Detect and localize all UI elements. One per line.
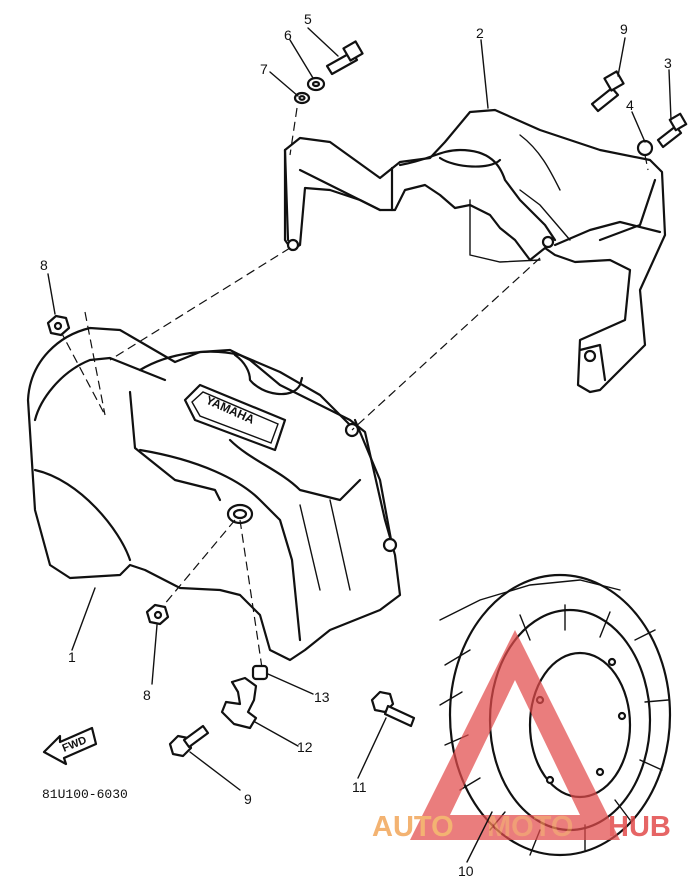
callout-8-bottom: 8 [143,687,151,703]
callout-2: 2 [476,25,484,41]
emblem-plate: YAMAHA [183,383,287,452]
callout-9-bottom: 9 [244,791,252,807]
watermark-text-right: HUB [608,811,671,843]
bolt-11 [370,690,416,728]
callout-13: 13 [314,689,330,705]
washer-6 [306,76,326,92]
callout-1: 1 [68,649,76,665]
hardware [46,40,688,758]
watermark-text-mid: MOTO [487,811,573,843]
cooling-fan [439,573,672,857]
watermark: AUTO MOTO HUB [372,630,671,843]
part-code: 81U100-6030 [42,787,128,802]
collar-13 [251,664,269,681]
bolt-9-top [590,70,625,113]
callout-3: 3 [664,55,672,71]
callout-11: 11 [352,779,367,795]
callout-12: 12 [297,739,313,755]
fwd-arrow: FWD [42,726,98,766]
nut-8-top [46,314,71,337]
assembly-lines [59,107,649,669]
callout-4: 4 [626,97,634,113]
upper-shroud [283,108,667,394]
nut-8-bottom [145,603,170,626]
lower-shroud: YAMAHA [26,326,402,662]
callout-6: 6 [284,27,292,43]
watermark-triangle [410,630,620,840]
washer-7 [293,91,311,105]
callout-10: 10 [458,863,474,879]
bolt-9-bottom [168,724,210,758]
leader-lines [47,27,672,863]
watermark-text-left: AUTO [372,811,454,843]
callouts: 5 6 7 2 9 3 4 8 1 8 13 12 11 9 10 [40,11,672,879]
bolt-3 [656,112,688,149]
callout-8-top: 8 [40,257,48,273]
callout-9-top: 9 [620,21,628,37]
callout-7: 7 [260,61,268,77]
bolt-5 [325,40,364,76]
callout-5: 5 [304,11,312,27]
clip-12 [220,676,258,730]
